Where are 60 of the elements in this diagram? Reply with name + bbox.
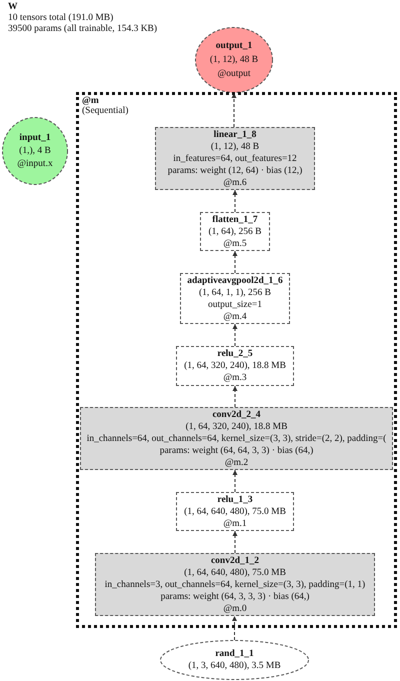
node-detail: (1, 64, 1, 1), 256 B [198, 286, 272, 298]
diagram-title: W [8, 2, 18, 13]
node-detail: @m.0 [223, 602, 247, 614]
node-detail: (1, 12), 48 B [210, 54, 258, 67]
node-detail: (1,), 4 B [19, 144, 51, 158]
node-detail: @output [217, 68, 251, 81]
node-detail: (1, 64, 640, 480), 75.0 MB [184, 566, 286, 578]
module-type: (Sequential) [82, 106, 130, 116]
node-detail: @m.6 [223, 176, 247, 188]
tensor-ellipse [160, 640, 309, 680]
layer-box [200, 212, 270, 251]
node-detail: (1, 3, 640, 480), 3.5 MB [188, 660, 281, 672]
node-title: conv2d_1_2 [210, 554, 260, 566]
node-title: conv2d_2_4 [212, 408, 261, 420]
node-detail: @m.5 [223, 238, 247, 250]
layer-box [180, 273, 290, 324]
tensor-ellipse [2, 117, 68, 185]
arrow [232, 250, 238, 274]
node-detail: (1, 64, 640, 480), 75.0 MB [184, 506, 286, 518]
node-detail: (1, 12), 48 B [210, 140, 260, 152]
node-detail: output_size=1 [208, 298, 262, 310]
node-detail: params: weight (64, 64, 3, 3) · bias (64,) [160, 444, 314, 456]
node-title: rand_1_1 [215, 648, 254, 660]
arrow [232, 190, 238, 212]
summary-text: 39500 params (all trainable, 154.3 KB) [8, 24, 158, 35]
summary-text: 10 tensors total (191.0 MB) [8, 13, 114, 24]
node-detail: params: weight (12, 64) · bias (12,) [168, 164, 302, 176]
arrow [232, 616, 237, 640]
node-detail: params: weight (64, 3, 3, 3) · bias (64,) [160, 590, 310, 602]
tensor-ellipse [195, 27, 273, 93]
layer-box [176, 492, 294, 531]
node-detail: (1, 64, 320, 240), 18.8 MB [186, 420, 288, 432]
arrow [232, 470, 238, 492]
node-title: adaptiveavgpool2d_1_6 [187, 274, 283, 286]
layer-box [80, 407, 393, 470]
layer-box [155, 127, 315, 190]
node-detail: in_channels=3, out_channels=64, kernel_size=(3, 3), padding=(1, 1) [104, 578, 366, 590]
node-detail: @m.1 [223, 518, 247, 530]
node-title: relu_2_5 [217, 348, 253, 360]
node-title: input_1 [19, 132, 51, 144]
arrow [232, 386, 238, 408]
module-name: @m [82, 96, 100, 106]
node-detail: @input.x [17, 158, 53, 170]
node-detail: @m.2 [224, 456, 248, 468]
node-detail: in_channels=64, out_channels=64, kernel_size=(3, 3), stride=(2, 2), padding=( [86, 432, 386, 444]
layer-box [95, 553, 375, 616]
module-container [76, 92, 397, 628]
node-detail: @m.3 [223, 372, 247, 384]
node-detail: in_features=64, out_features=12 [173, 152, 297, 164]
node-title: flatten_1_7 [212, 214, 258, 226]
arrow [232, 530, 238, 554]
arrow [232, 92, 236, 128]
node-detail: (1, 64), 256 B [208, 226, 262, 238]
node-title: output_1 [216, 40, 252, 53]
layer-box [176, 346, 294, 386]
node-title: relu_1_3 [217, 494, 253, 506]
arrow [232, 324, 238, 346]
node-detail: @m.4 [223, 310, 247, 322]
node-detail: (1, 64, 320, 240), 18.8 MB [184, 360, 286, 372]
node-title: linear_1_8 [214, 128, 256, 140]
